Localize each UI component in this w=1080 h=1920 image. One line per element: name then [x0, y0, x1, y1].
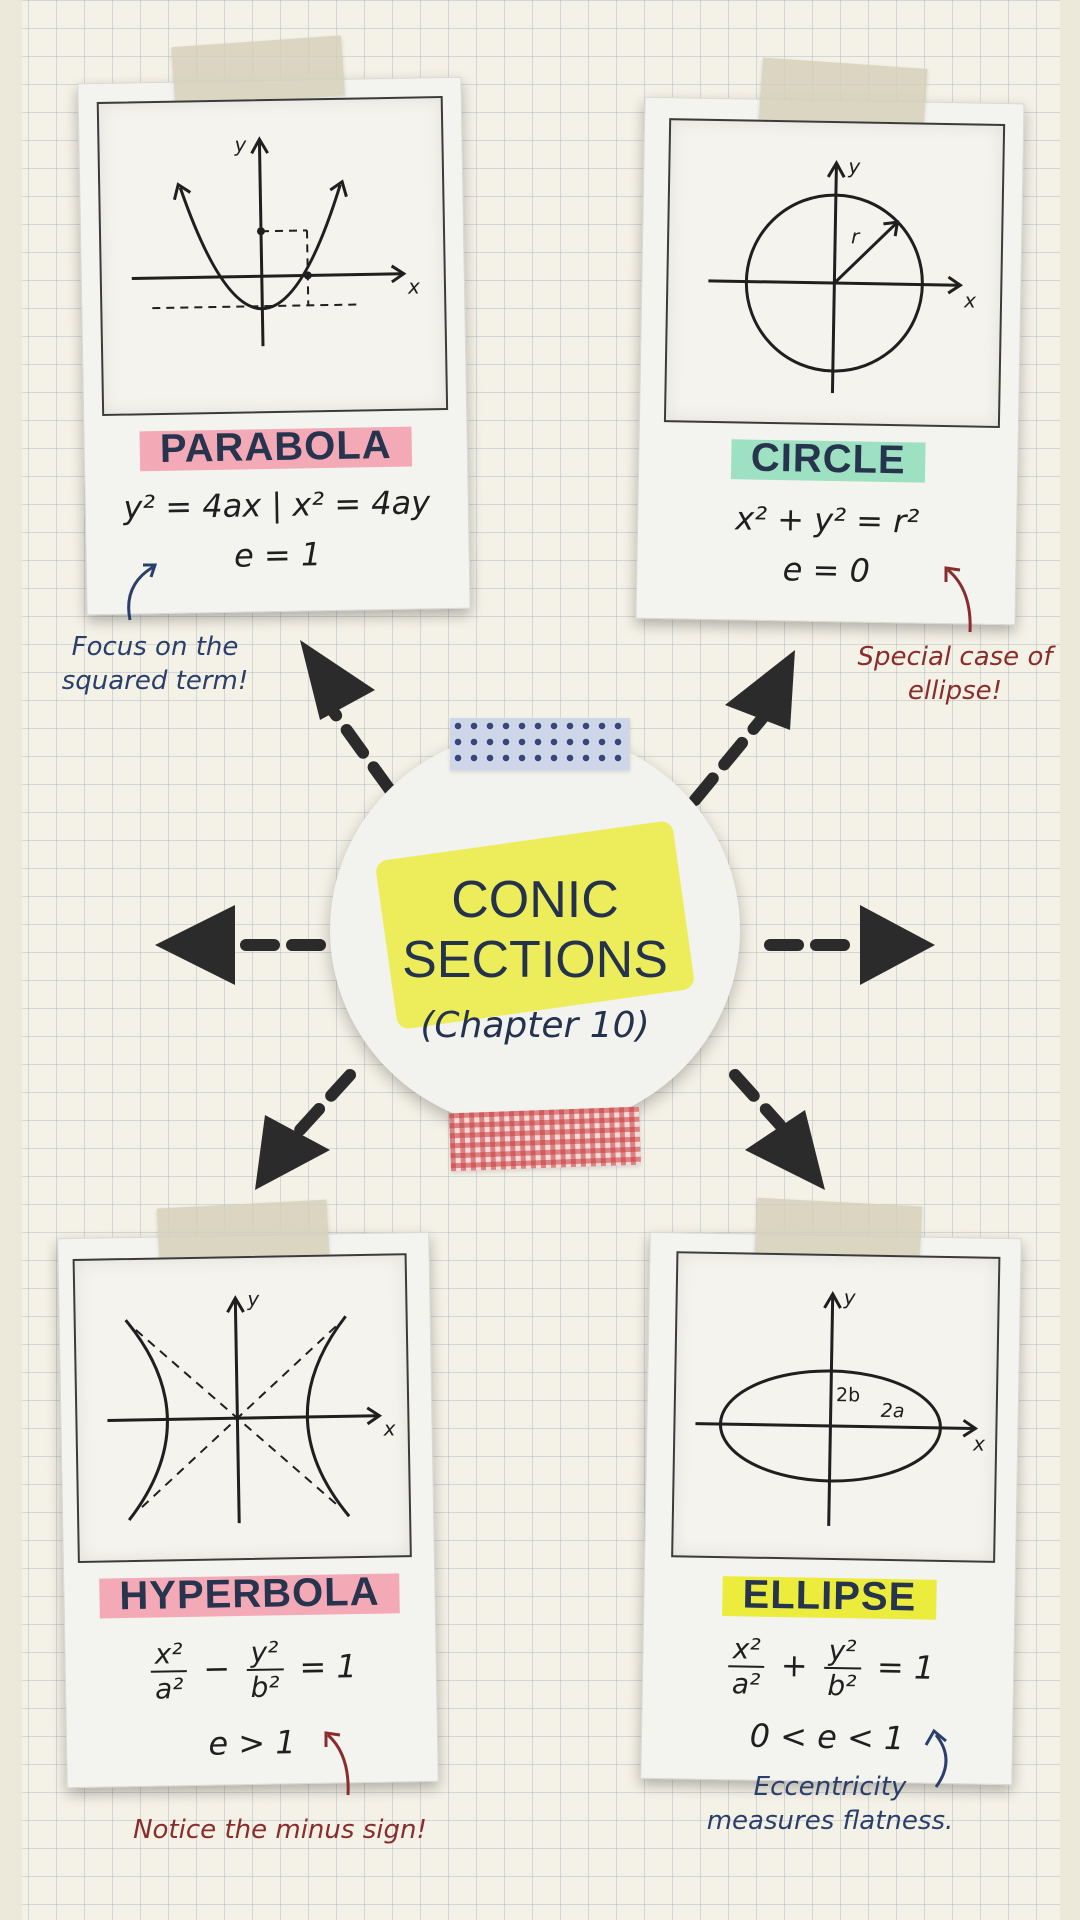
note-pointer-ellipse	[924, 1728, 948, 1788]
note-pointer-circle	[944, 566, 972, 633]
arrowhead-left	[155, 905, 235, 985]
x-axis-label: x	[972, 1431, 985, 1455]
x-axis-label: x	[963, 288, 976, 312]
hyperbola-graph: x y	[72, 1253, 412, 1563]
ellipse-title: ELLIPSE	[722, 1566, 937, 1627]
parabola-note: Focus on the squared term!	[61, 632, 249, 696]
star-washi-tape	[450, 718, 630, 770]
equation-divider: |	[271, 485, 293, 525]
major-axis-label: 2a	[881, 1400, 905, 1422]
equals-one: = 1	[876, 1647, 935, 1687]
hyperbola-eccentricity: e > 1	[208, 1723, 296, 1763]
plus-sign: +	[780, 1646, 808, 1685]
center-title-line2: SECTIONS	[402, 931, 668, 989]
ellipse-note: Eccentricity measures flatness.	[670, 1770, 990, 1838]
circle-graph: x y r	[663, 118, 1006, 428]
parabola-graph: x y	[96, 96, 449, 417]
parabola-equation-b: x² = 4ay	[292, 483, 431, 524]
parabola-card: x y PARABOLA y² = 4ax | x² = 4ay e = 1	[77, 35, 471, 616]
arrowhead-ellipse	[745, 1110, 825, 1190]
arrow-shaft-ellipse	[729, 1069, 786, 1131]
y-axis-label: y	[233, 132, 247, 156]
ellipse-note-line1: Eccentricity	[753, 1772, 907, 1802]
minor-axis-label: 2b	[836, 1384, 861, 1406]
arrow-shaft-hyperbola	[294, 1069, 356, 1136]
circle-title: CIRCLE	[730, 429, 927, 490]
circle-card: x y r CIRCLE x² + y² = r² e = 0	[635, 57, 1025, 626]
center-subtitle: (Chapter 10)	[420, 1005, 650, 1046]
minus-sign: −	[202, 1649, 231, 1688]
y-axis-label: y	[842, 1285, 856, 1309]
note-pointer-hyperbola	[324, 1731, 350, 1796]
circle-note: Special case of ellipse!	[857, 642, 1053, 706]
y-axis-label: y	[246, 1287, 260, 1311]
arrowhead-hyperbola	[255, 1115, 330, 1190]
center-title-line1: CONIC	[451, 871, 619, 929]
gingham-washi-tape	[449, 1106, 641, 1172]
torn-paper-left-edge	[0, 0, 22, 1920]
tape	[171, 35, 346, 108]
x-axis-label: x	[382, 1416, 395, 1440]
ellipse-note-line2: measures flatness.	[706, 1806, 954, 1836]
x-axis-label: x	[407, 274, 420, 298]
center-topic-bubble: CONIC SECTIONS (Chapter 10)	[330, 718, 740, 1172]
arrowhead-right	[860, 905, 935, 985]
note-pointer-parabola	[127, 563, 158, 621]
arrowhead-parabola	[300, 640, 375, 720]
arrow-shaft-circle	[689, 709, 771, 806]
arrowhead-circle	[725, 650, 795, 730]
torn-paper-right-edge	[1060, 0, 1080, 1920]
hyperbola-title: HYPERBOLA	[98, 1563, 401, 1626]
equals-one: = 1	[299, 1647, 358, 1687]
y-axis-label: y	[847, 154, 861, 178]
radius-label: r	[851, 224, 861, 248]
circle-equation: x² + y² = r²	[734, 499, 920, 541]
hyperbola-note: Notice the minus sign!	[133, 1815, 427, 1845]
parabola-equation: y² = 4ax | x² = 4ay	[85, 483, 468, 528]
parabola-title: PARABOLA	[139, 416, 413, 479]
arrow-shaft-parabola	[319, 694, 396, 796]
parabola-equation-a: y² = 4ax	[123, 486, 262, 527]
ellipse-graph: x y 2b 2a	[671, 1251, 1001, 1563]
